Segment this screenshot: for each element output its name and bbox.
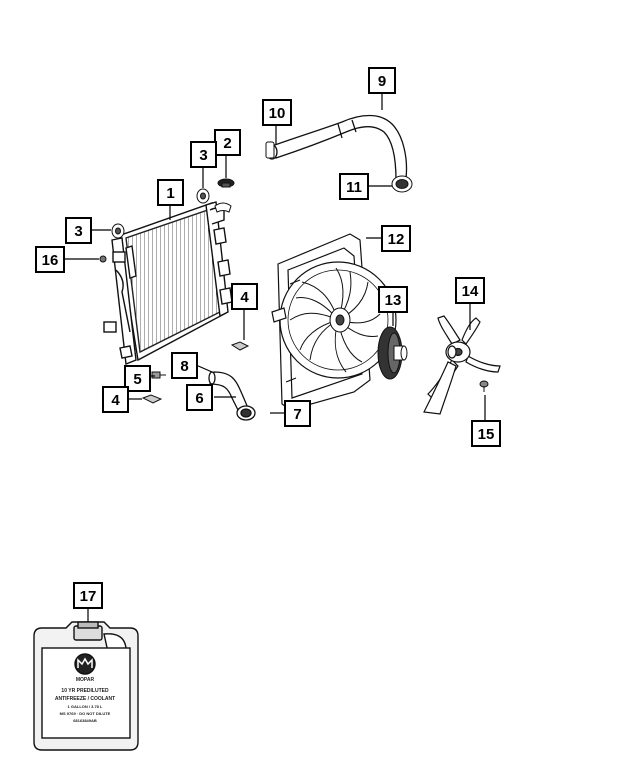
callout-2[interactable]: 2 <box>214 129 241 156</box>
callout-9[interactable]: 9 <box>368 67 396 94</box>
callout-14[interactable]: 14 <box>455 277 485 304</box>
jug-line-4: MS 9769 · DO NOT DILUTE <box>60 711 111 716</box>
fan-bolt[interactable] <box>479 380 489 392</box>
jug-line-2: ANTIFREEZE / COOLANT <box>55 696 115 702</box>
isolator-left[interactable] <box>111 223 125 239</box>
clip-right[interactable] <box>230 341 250 351</box>
bolt[interactable] <box>151 371 166 379</box>
callout-17[interactable]: 17 <box>73 582 103 609</box>
callout-6[interactable]: 6 <box>186 384 213 411</box>
jug-line-5: 68163849AB <box>73 718 97 723</box>
hose-end[interactable] <box>391 175 413 193</box>
screw-small[interactable] <box>99 255 107 263</box>
callout-7[interactable]: 7 <box>284 400 311 427</box>
jug-line-1: 10 YR PREDILUTED <box>61 688 109 694</box>
callout-4[interactable]: 4 <box>102 386 129 413</box>
jug-label: MOPAR 10 YR PREDILUTED ANTIFREEZE / COOL… <box>55 677 115 723</box>
coolant-jug[interactable] <box>33 621 139 751</box>
callout-3[interactable]: 3 <box>190 141 217 168</box>
fan-hub <box>329 307 351 333</box>
leader-lines <box>64 90 486 622</box>
jug-line-3: 1 GALLON / 3.78 L <box>68 704 103 709</box>
radiator[interactable] <box>103 201 233 365</box>
fan-clutch[interactable] <box>377 326 408 380</box>
callout-16[interactable]: 16 <box>35 246 65 273</box>
callout-11[interactable]: 11 <box>339 173 369 200</box>
clip-lower[interactable] <box>141 394 163 404</box>
fan[interactable] <box>423 315 501 415</box>
lower-hose[interactable] <box>208 371 256 421</box>
callout-3[interactable]: 3 <box>65 217 92 244</box>
callout-12[interactable]: 12 <box>381 225 411 252</box>
callout-10[interactable]: 10 <box>262 99 292 126</box>
isolator-upper[interactable] <box>196 188 210 204</box>
callout-13[interactable]: 13 <box>378 286 408 313</box>
callout-1[interactable]: 1 <box>157 179 184 206</box>
callout-8[interactable]: 8 <box>171 352 198 379</box>
callout-4[interactable]: 4 <box>231 283 258 310</box>
jug-brand: MOPAR <box>76 677 95 683</box>
radiator-cap[interactable] <box>214 178 235 213</box>
hose-clamp-upper[interactable] <box>265 141 275 159</box>
callout-15[interactable]: 15 <box>471 420 501 447</box>
